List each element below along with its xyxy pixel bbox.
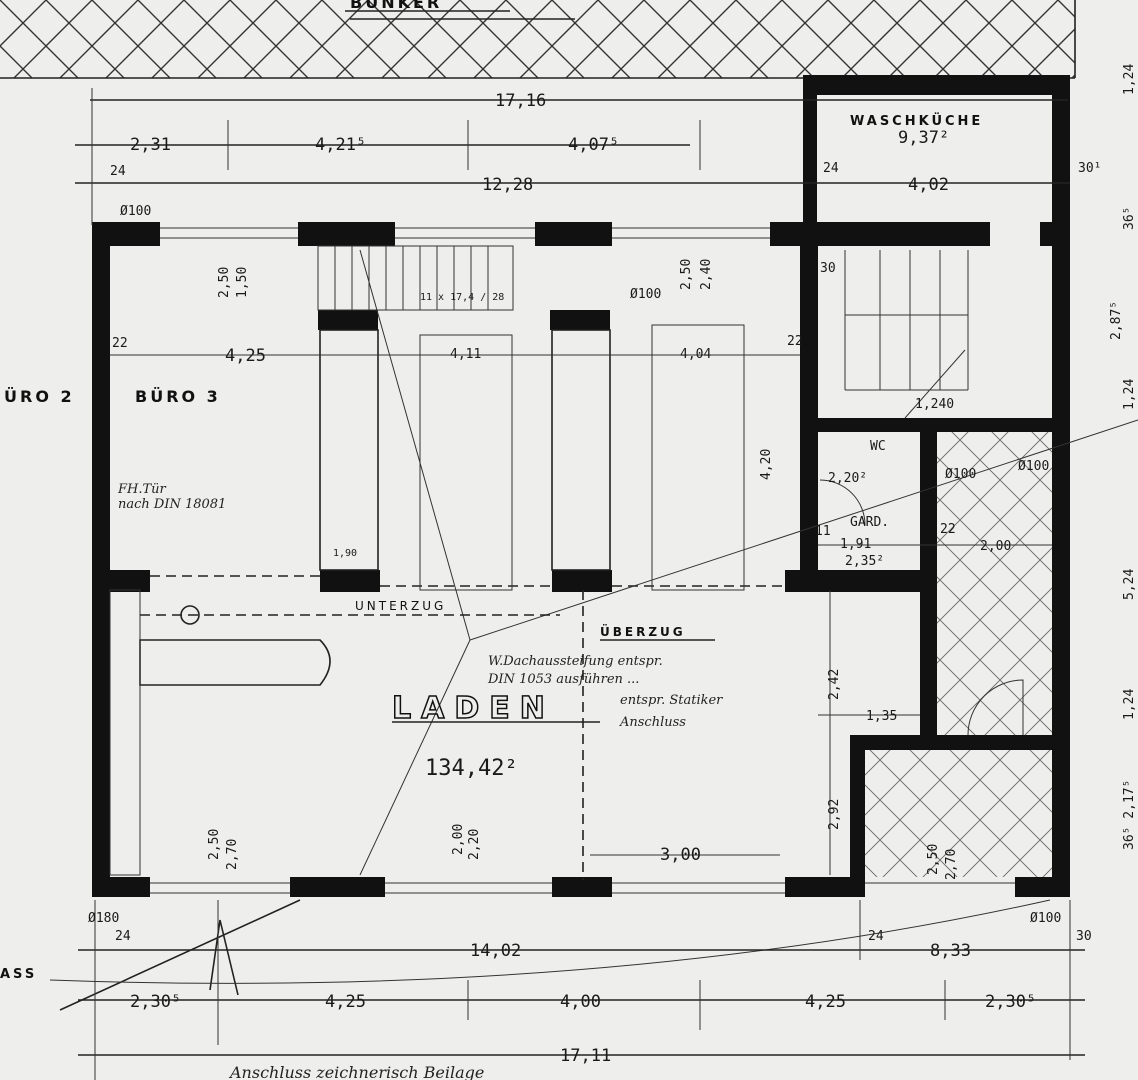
dim-top-seg3: 4,07⁵ bbox=[568, 135, 619, 155]
dim-phi-100-bottom: Ø100 bbox=[1030, 911, 1061, 926]
dim-bottom-win1-b: 2,70 bbox=[225, 839, 240, 870]
dim-window-150: 1,50 bbox=[235, 267, 250, 298]
dim-bottom-seg2: 4,25 bbox=[325, 992, 366, 1012]
dim-bottom-seg4: 4,25 bbox=[805, 992, 846, 1012]
annotation-fh-door-2: nach DIN 18081 bbox=[118, 497, 226, 512]
stair-right bbox=[844, 250, 969, 419]
dim-bottom-24: 24 bbox=[115, 929, 131, 944]
dim-wall-22c: 22 bbox=[940, 522, 956, 537]
dim-bottom-win3-a: 2,50 bbox=[926, 844, 941, 875]
dim-top-wasch: 4,02 bbox=[908, 175, 949, 195]
dim-wall-30: 30 bbox=[820, 261, 836, 276]
dim-bottom-right: 8,33 bbox=[930, 941, 971, 961]
dim-right-287: 2,87⁵ bbox=[1109, 301, 1124, 340]
dim-gard-191: 1,91 bbox=[840, 537, 871, 552]
dimension-lines bbox=[75, 88, 1085, 1080]
annotation-laden-note-4: Anschluss bbox=[619, 715, 686, 730]
dim-window-240: 2,40 bbox=[699, 259, 714, 290]
dim-top-seg1: 2,31 bbox=[130, 135, 171, 155]
annotation-fh-door-1: FH.Tür bbox=[117, 482, 167, 497]
dim-right-124c: 1,24 bbox=[1122, 689, 1137, 720]
annotation-ueberzug: ÜBERZUG bbox=[600, 624, 686, 639]
room-label-bunker: BUNKER bbox=[350, 0, 442, 12]
dim-bottom-win1-a: 2,50 bbox=[207, 829, 222, 860]
dim-vert-420: 4,20 bbox=[759, 449, 774, 480]
dim-corr-200: 2,00 bbox=[980, 539, 1011, 554]
dim-top-total: 17,16 bbox=[495, 91, 546, 111]
dim-bottom-24b: 24 bbox=[868, 929, 884, 944]
dim-bottom-win3-b: 2,70 bbox=[944, 849, 959, 880]
annotation-bottom: Anschluss zeichnerisch Beilage bbox=[228, 1063, 484, 1080]
dim-right-365: 36⁵ bbox=[1122, 207, 1137, 230]
dim-window-250b: 2,50 bbox=[679, 259, 694, 290]
dim-wall-22a: 22 bbox=[112, 336, 128, 351]
room-area-garderobe: 2,35² bbox=[845, 554, 884, 569]
annotation-laden-note-3: entspr. Statiker bbox=[620, 693, 723, 708]
room-label-waschkueche: WASCHKÜCHE bbox=[850, 113, 983, 129]
dim-vert-242: 2,42 bbox=[827, 669, 842, 700]
dim-phi-top: Ø100 bbox=[120, 204, 151, 219]
dim-mid-404: 4,04 bbox=[680, 347, 711, 362]
window-lines bbox=[150, 227, 1015, 894]
dim-corr-135: 1,35 bbox=[866, 709, 897, 724]
dim-phi-100-a: Ø100 bbox=[945, 467, 976, 482]
dim-right-124b: 1,24 bbox=[1122, 379, 1137, 410]
dim-bottom-main: 14,02 bbox=[470, 941, 521, 961]
annotation-laden-note-2: DIN 1053 ausführen ... bbox=[487, 672, 639, 687]
room-area-wc: 2,20² bbox=[828, 471, 867, 486]
dim-bottom-win2-b: 2,20 bbox=[467, 829, 482, 860]
dim-phi-pillar: Ø100 bbox=[630, 287, 661, 302]
dim-laden-300: 3,00 bbox=[660, 845, 701, 865]
dim-bottom-30: 30 bbox=[1076, 929, 1092, 944]
dim-top-seg2: 4,21⁵ bbox=[315, 135, 366, 155]
dim-right-524: 5,24 bbox=[1122, 569, 1137, 600]
dim-window-250: 2,50 bbox=[217, 267, 232, 298]
dim-buero3-width: 4,25 bbox=[225, 346, 266, 366]
dim-wc-1240: 1,240 bbox=[915, 397, 954, 412]
dim-right-30-1: 30¹ bbox=[1078, 161, 1101, 176]
dim-col-190: 1,90 bbox=[333, 548, 357, 559]
dim-wall-24a: 24 bbox=[110, 164, 126, 179]
dim-stairs: 11 x 17,4 / 28 bbox=[420, 292, 504, 303]
room-label-wc: WC bbox=[870, 439, 886, 454]
dimension-labels: 17,16 2,31 4,21⁵ 4,07⁵ 12,28 4,02 24 24 … bbox=[88, 64, 1137, 1066]
annotation-unterzug: UNTERZUG bbox=[355, 599, 446, 613]
dim-top-inner: 12,28 bbox=[482, 175, 533, 195]
room-area-laden: 134,42² bbox=[425, 756, 518, 781]
dim-right-3625: 36⁵ 2,17⁵ bbox=[1122, 780, 1137, 850]
dim-gard-11: 11 bbox=[815, 524, 831, 539]
dim-right-124: 1,24 bbox=[1122, 64, 1137, 95]
dim-bottom-seg1: 2,30⁵ bbox=[130, 992, 181, 1012]
bunker-area: BUNKER bbox=[0, 0, 1076, 79]
interior-details bbox=[49, 245, 1138, 1011]
dim-vert-292: 2,92 bbox=[827, 799, 842, 830]
dim-bottom-seg5: 2,30⁵ bbox=[985, 992, 1036, 1012]
dim-wall-22b: 22 bbox=[787, 334, 803, 349]
dim-mid-411: 4,11 bbox=[450, 347, 481, 362]
dim-phi-180: Ø180 bbox=[88, 911, 119, 926]
dim-wall-24b: 24 bbox=[823, 161, 839, 176]
room-label-buero2: ÜRO 2 bbox=[4, 387, 75, 406]
room-label-laden: LADEN bbox=[392, 691, 555, 726]
dim-phi-100-b: Ø100 bbox=[1018, 459, 1049, 474]
dim-bottom-total: 17,11 bbox=[560, 1046, 611, 1066]
annotation-left: ASS bbox=[0, 967, 37, 982]
room-label-garderobe: GARD. bbox=[850, 515, 889, 530]
dim-bottom-win2-a: 2,00 bbox=[451, 824, 466, 855]
walls bbox=[92, 75, 1070, 897]
stair-top bbox=[317, 245, 514, 311]
dim-bottom-seg3: 4,00 bbox=[560, 992, 601, 1012]
room-area-waschkueche: 9,37² bbox=[898, 128, 949, 148]
room-label-buero3: BÜRO 3 bbox=[135, 387, 221, 406]
annotation-laden-note-1: W.Dachaussteifung entspr. bbox=[488, 654, 663, 669]
